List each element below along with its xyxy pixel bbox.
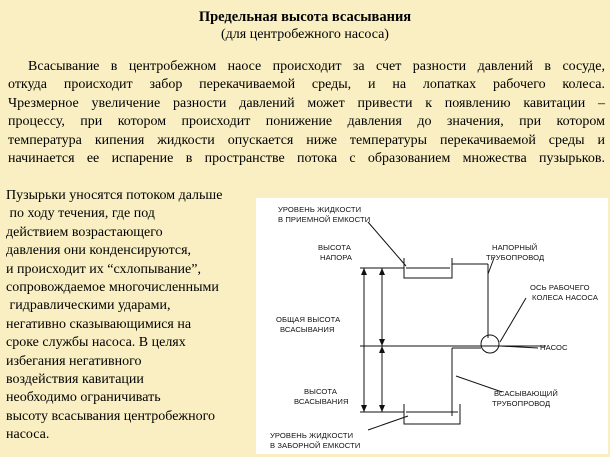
leader-impeller-axis: [499, 297, 527, 343]
text-line: избегания негативного: [6, 353, 142, 369]
text-line: сроке службы насоса. В целях: [6, 335, 186, 351]
paragraph-line: температура кипения жидкости опускается …: [8, 132, 605, 148]
label-suction-pipe: ТРУБОПРОВОД: [492, 399, 550, 408]
intro-paragraph: Всасывание в центробежном наосе происход…: [8, 58, 605, 168]
text-line: сопровождаемое многочисленными: [6, 280, 219, 296]
text-line: по ходу течения, где под: [6, 206, 155, 222]
label-head-height: НАПОРА: [320, 253, 353, 262]
leader-discharge-pipe: [487, 257, 495, 275]
page-title: Предельная высота всасывания: [198, 9, 412, 25]
arrow: [361, 268, 367, 275]
paragraph-line: Всасывание в центробежном наосе происход…: [28, 59, 605, 74]
paragraph-line: начинается ее испарение в пространстве п…: [8, 151, 605, 167]
label-discharge-pipe: ТРУБОПРОВОД: [486, 253, 544, 262]
page-subtitle: (для центробежного насоса): [221, 27, 389, 42]
diagram-svg: УРОВЕНЬ ЖИДКОСТИ В ПРИЕМНОЙ ЕМКОСТИ ВЫСО…: [270, 205, 599, 450]
label-suction-pipe: ВСАСЫВАЮЩИЙ: [494, 389, 558, 398]
arrow: [379, 268, 385, 275]
arrow: [379, 346, 385, 353]
label-total-height: ОБЩАЯ ВЫСОТА: [276, 315, 341, 324]
text-line: воздействия кавитации: [6, 372, 144, 388]
paragraph-line: откуда происходит забор перекачиваемой с…: [8, 77, 605, 93]
label-head-height: ВЫСОТА: [318, 243, 352, 252]
text-line: насоса.: [6, 427, 50, 443]
leader-suction-pipe: [455, 375, 503, 393]
label-upper-level: УРОВЕНЬ ЖИДКОСТИ: [278, 205, 361, 214]
label-upper-level: В ПРИЕМНОЙ ЕМКОСТИ: [278, 215, 370, 224]
leader-pump: [499, 345, 539, 349]
cavitation-text: Пузырьки уносятся потоком дальше по ходу…: [6, 187, 254, 445]
arrow: [379, 339, 385, 346]
text-line: высоту всасывания центробежного: [6, 408, 215, 424]
leader-upper-level: [367, 221, 407, 267]
pump-suction-diagram: УРОВЕНЬ ЖИДКОСТИ В ПРИЕМНОЙ ЕМКОСТИ ВЫСО…: [256, 198, 608, 454]
arrow: [361, 405, 367, 412]
label-impeller-axis: ОСЬ РАБОЧЕГО: [530, 283, 590, 292]
text-line: негативно сказывающимися на: [6, 316, 192, 332]
text-line: гидравлическими ударами,: [6, 298, 171, 314]
label-pump: НАСОС: [540, 343, 568, 352]
label-discharge-pipe: НАПОРНЫЙ: [492, 243, 537, 252]
paragraph-line: процессу, при котором происходит понижен…: [8, 114, 605, 130]
arrow: [379, 405, 385, 412]
label-impeller-axis: КОЛЕСА НАСОСА: [532, 293, 599, 302]
text-line: Пузырьки уносятся потоком дальше: [6, 188, 223, 203]
label-lower-level: В ЗАБОРНОЙ ЕМКОСТИ: [270, 441, 360, 450]
label-suction-height: ВЫСОТА: [304, 387, 338, 396]
text-line: необходимо ограничивать: [6, 390, 161, 406]
label-total-height: ВСАСЫВАНИЯ: [280, 325, 335, 334]
paragraph-line: Чрезмерное увеличение разности давлений …: [8, 95, 605, 111]
leader-lower-level: [367, 415, 409, 431]
text-line: и происходит их “схлопывание”,: [6, 261, 201, 277]
label-suction-height: ВСАСЫВАНИЯ: [294, 397, 349, 406]
text-line: действием возрастающего: [6, 224, 163, 240]
lower-tank: [403, 404, 461, 425]
label-lower-level: УРОВЕНЬ ЖИДКОСТИ: [270, 431, 353, 440]
text-line: давления они конденсируются,: [6, 243, 192, 259]
pump-body: [480, 334, 500, 354]
